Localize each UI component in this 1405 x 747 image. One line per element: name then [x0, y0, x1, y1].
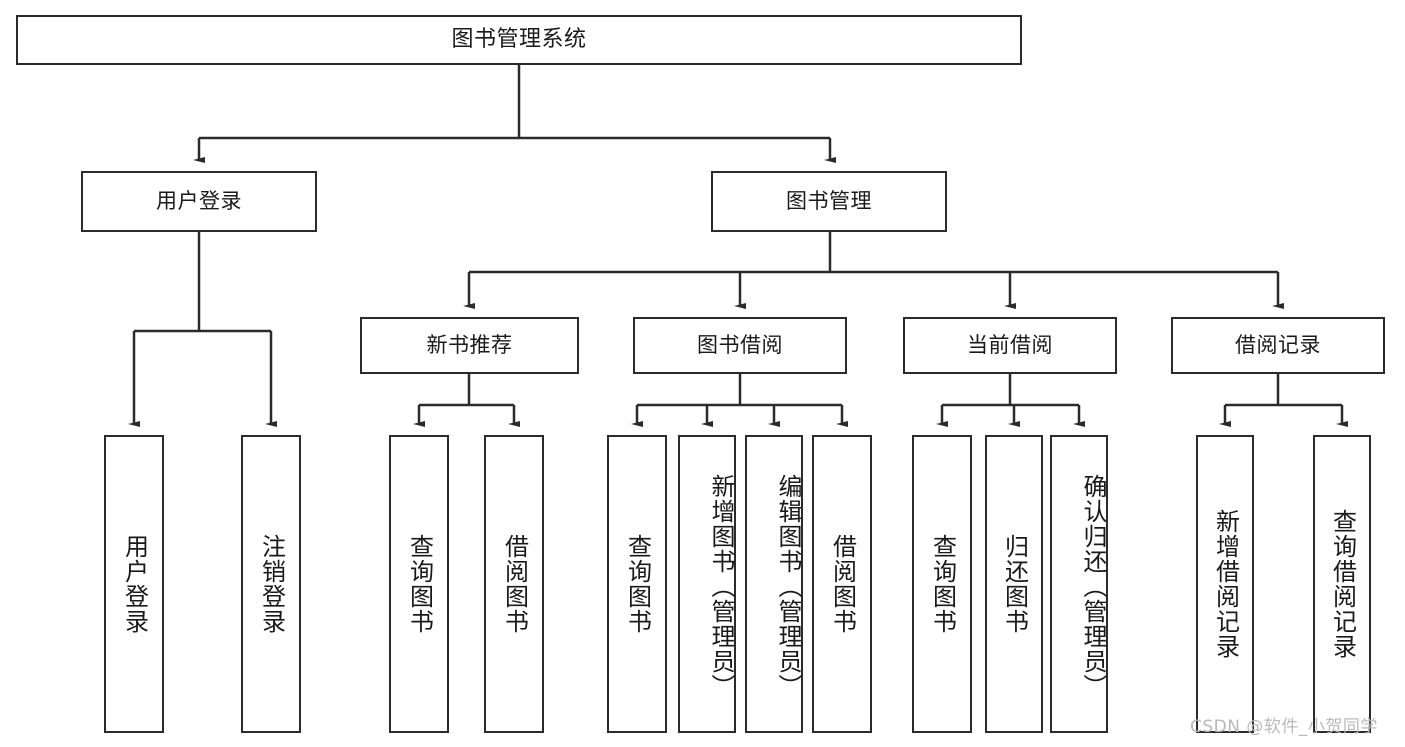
leaf-edit-book-admin[interactable]: 编辑图书（管理员） [745, 435, 803, 733]
leaf-add-borrow-record[interactable]: 新增借阅记录 [1196, 435, 1254, 733]
leaf-query-books-current[interactable]: 查询图书 [912, 435, 972, 733]
node-book-borrow[interactable]: 图书借阅 [633, 317, 847, 374]
leaf-return-books[interactable]: 归还图书 [985, 435, 1043, 733]
csdn-watermark: CSDN @软件_小贺同学 [1190, 717, 1378, 737]
leaf-query-books-borrow[interactable]: 查询图书 [607, 435, 667, 733]
node-book-management[interactable]: 图书管理 [711, 171, 947, 232]
leaf-borrow-books-newbook[interactable]: 借阅图书 [484, 435, 544, 733]
node-root-system[interactable]: 图书管理系统 [16, 15, 1022, 65]
leaf-query-books-newbook[interactable]: 查询图书 [389, 435, 449, 733]
leaf-borrow-books[interactable]: 借阅图书 [812, 435, 872, 733]
node-new-book-recommend[interactable]: 新书推荐 [360, 317, 579, 374]
leaf-add-book-admin[interactable]: 新增图书（管理员） [678, 435, 736, 733]
leaf-confirm-return-admin[interactable]: 确认归还（管理员） [1050, 435, 1108, 733]
node-current-borrow[interactable]: 当前借阅 [903, 317, 1117, 374]
node-borrow-records[interactable]: 借阅记录 [1171, 317, 1385, 374]
leaf-logout[interactable]: 注销登录 [241, 435, 301, 733]
node-user-login[interactable]: 用户登录 [81, 171, 317, 232]
leaf-query-borrow-record[interactable]: 查询借阅记录 [1313, 435, 1371, 733]
leaf-user-login[interactable]: 用户登录 [104, 435, 164, 733]
